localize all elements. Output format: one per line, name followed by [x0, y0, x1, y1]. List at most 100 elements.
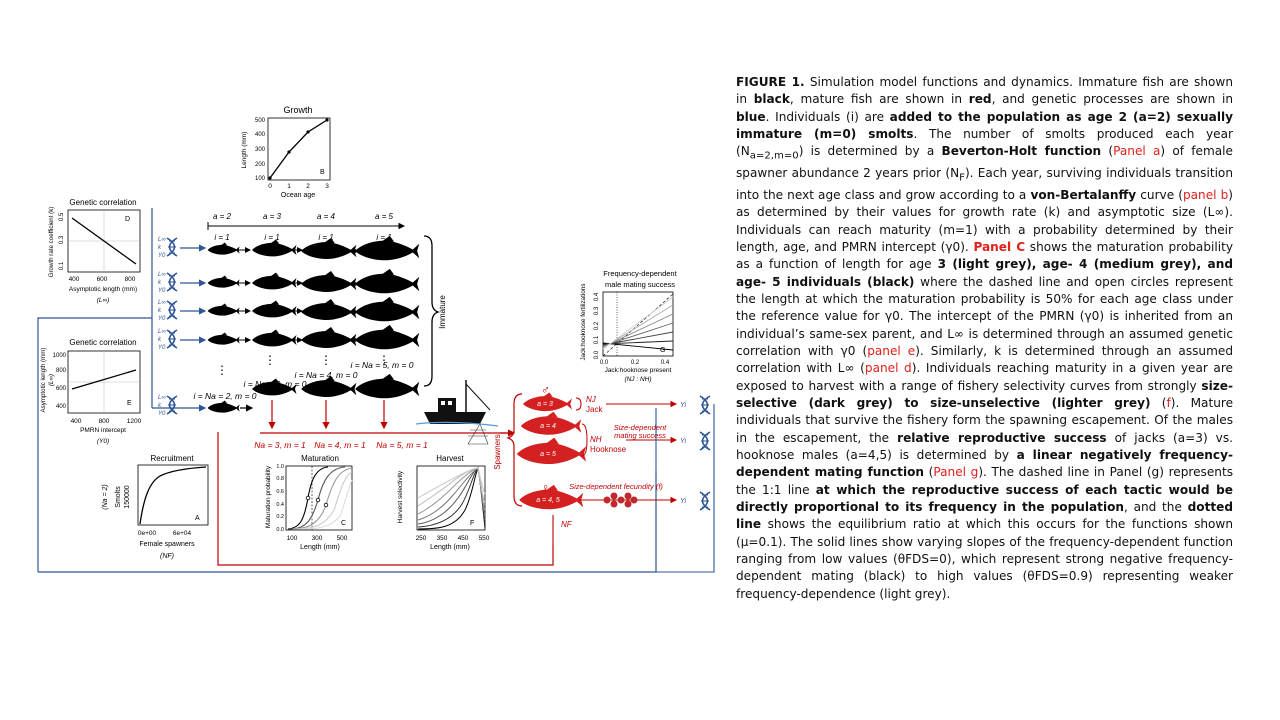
panel-letter-c: C: [341, 520, 346, 527]
fish-icon: [301, 298, 357, 320]
caption-panel-ref: f: [1166, 396, 1171, 410]
panel-d-ytick: 0.1: [59, 261, 65, 270]
growth-ytick: 100: [255, 176, 266, 182]
dna-var: k: [158, 403, 162, 409]
panel-g-lines: [602, 296, 674, 351]
dots: ⋮: [264, 353, 276, 367]
growth-xtick: 0: [268, 183, 272, 190]
n-immature: i = Na = 4, m = 0: [294, 370, 357, 380]
panel-d-xlabel: Asymptotic length (mm): [69, 286, 137, 293]
panel-g-frame: [602, 291, 674, 357]
spawner-fish: ♂ a = 3 a = 4 a = 5 ♀ a = 4, 5: [516, 383, 587, 510]
genetic-correlation-panel-d: Genetic correlation Growth rate coeffici…: [48, 198, 141, 304]
caption-panel-ref: panel d: [864, 361, 912, 376]
fish-icon: [252, 272, 297, 290]
fish-age: a = 4, 5: [536, 497, 560, 504]
panel-d-xticks: 400 600 800: [69, 276, 136, 283]
caption-text: where the dashed line and open circles r…: [736, 274, 1233, 358]
caption-emphasis: added to the population as age 2 (a=2) s…: [736, 109, 1233, 142]
female-symbol: ♀: [541, 481, 550, 495]
caption-text: , and the: [1124, 500, 1188, 515]
dna-var: L∞: [158, 329, 166, 335]
dna-var: Y0: [158, 288, 166, 294]
growth-ytick: 200: [255, 162, 266, 168]
row: [207, 268, 420, 294]
panel-e-line: [71, 369, 137, 390]
age-label: a = 2: [213, 212, 232, 221]
fish-age: a = 4: [540, 423, 556, 430]
growth-curve: [269, 119, 328, 179]
panel-e-ytick: 600: [56, 386, 67, 392]
panel-c-xticks: 100 300 500: [287, 535, 348, 542]
panel-e-ylabel-sym: (L∞): [48, 374, 55, 386]
spawners-label: Spawners: [493, 434, 502, 470]
caption-text: ) as determined by their values for grow…: [736, 187, 1234, 254]
male-symbol: ♂: [541, 383, 550, 397]
panel-c-xtick: 100: [287, 535, 298, 542]
caption-text: , mature fish are shown in: [789, 92, 969, 107]
panel-c-ytick: 0.4: [276, 502, 284, 508]
n-mature: Na = 3, m = 1: [254, 440, 306, 450]
caption-text: ). The dashed line in Panel (g) represen…: [736, 465, 1233, 497]
panel-g-ytick: 0.0: [594, 350, 600, 359]
figure-caption: FIGURE 1. Simulation model functions and…: [736, 74, 1233, 603]
dots: ⋮: [216, 363, 228, 377]
panel-c-title: Maturation: [301, 454, 339, 463]
n-immature: i = Na = 2, m = 0: [193, 391, 256, 401]
immature-bracket: Immature: [423, 235, 447, 387]
fish-icon: [207, 275, 240, 288]
panel-g-xticks: 0.0 0.2 0.4: [600, 360, 670, 366]
spawners-bracket: Spawners: [493, 393, 523, 507]
panel-letter-a: A: [195, 515, 200, 522]
caption-emphasis: black: [753, 92, 790, 107]
i-label: i = 1: [376, 233, 391, 242]
caption-panel-ref: Panel C: [973, 239, 1026, 254]
dna-icon: [166, 300, 178, 320]
dna-var: k: [158, 280, 162, 286]
n-immature: i = Na = 3, m = 0: [243, 379, 306, 389]
panel-d-line: [71, 217, 137, 265]
panel-f-xtick: 550: [479, 535, 490, 542]
dna-column: L∞ k Y0 L∞ k Y0 L∞ k Y0 L∞ k Y0 L∞ k Y0: [158, 237, 178, 417]
size-mating-label: mating success: [614, 431, 666, 440]
panel-a-title: Recruitment: [150, 454, 194, 463]
panel-e-title: Genetic correlation: [69, 338, 136, 347]
dna-var: L∞: [158, 395, 166, 401]
panel-g-xlabel: Jack:hooknose present: [605, 367, 672, 374]
fish-icon: [355, 324, 420, 350]
panel-e-yticks: 1000 800 600 400: [53, 353, 67, 410]
caption-text: shows the maturation probability as a fu…: [736, 239, 1233, 272]
recruitment-panel-a: Recruitment Smolts 150000 (Na = 2) 0e+00…: [102, 454, 209, 560]
fish-icon: [301, 326, 357, 348]
caption-emphasis: relative reproductive success: [897, 430, 1107, 445]
dna-var: k: [158, 337, 162, 343]
dna-icon: [166, 329, 178, 349]
dna-icon: [699, 431, 711, 451]
caption-emphasis: dotted line: [736, 500, 1234, 532]
panel-c-ylabel: Maturation probability: [265, 465, 272, 528]
harvest-panel-f: Harvest Harvest selectivity 250 350 450 …: [397, 454, 490, 551]
nf-label: NF: [561, 520, 573, 529]
dna-icon: [699, 395, 711, 415]
genetic-correlation-panel-e: Genetic correlation Asymptotic length (m…: [40, 338, 142, 445]
fish-icon: [355, 373, 420, 399]
panel-d-ytick: 0.5: [59, 212, 65, 221]
maturation-flow: [217, 400, 554, 566]
panel-c-point: [315, 497, 321, 503]
jack-label: Jack: [586, 405, 603, 414]
caption-text: (: [1101, 144, 1114, 159]
panel-a-xtick: 0e+00: [138, 530, 157, 537]
dna-icon: [166, 237, 178, 257]
fish-icon: [355, 296, 420, 322]
caption-emphasis: at which the reproductive success of eac…: [736, 482, 1233, 515]
dots: ⋮: [320, 353, 332, 367]
panel-e-ytick: 800: [56, 368, 67, 374]
fishing-boat-icon: [415, 380, 499, 445]
dots: ⋮: [378, 353, 390, 367]
n-mature: Na = 5, m = 1: [376, 440, 428, 450]
caption-emphasis: 3 (light grey), age- 4 (medium grey), an…: [736, 257, 1233, 289]
panel-c-xtick: 300: [312, 535, 323, 542]
caption-text: ). Individuals reaching maturity in a gi…: [736, 361, 1233, 393]
caption-figure-label: FIGURE 1.: [736, 75, 805, 89]
caption-text: . The number of smolts produced each yea…: [736, 127, 1233, 159]
